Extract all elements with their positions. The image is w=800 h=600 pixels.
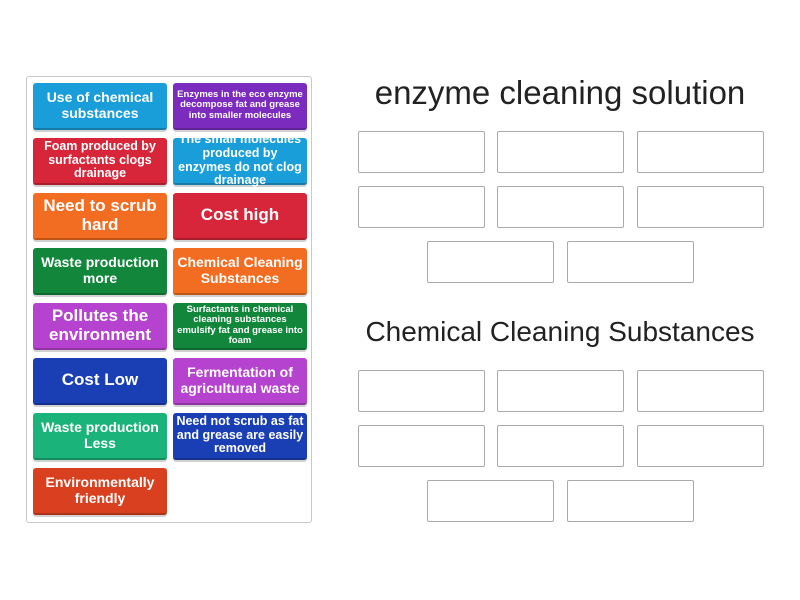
drop-slot[interactable] <box>497 370 624 412</box>
drop-slot[interactable] <box>567 241 694 283</box>
card-need-to-scrub-hard[interactable]: Need to scrub hard <box>33 193 167 240</box>
drop-slot[interactable] <box>497 186 624 228</box>
card-waste-production-more[interactable]: Waste production more <box>33 248 167 295</box>
group-title-enzyme-cleaning-solution: enzyme cleaning solution <box>374 74 746 111</box>
card-surfactants-emulsify[interactable]: Surfactants in chemical cleaning substan… <box>173 303 307 350</box>
card-enzymes-decompose-fat[interactable]: Enzymes in the eco enzyme decompose fat … <box>173 83 307 130</box>
card-waste-production-less[interactable]: Waste production Less <box>33 413 167 460</box>
card-cost-high[interactable]: Cost high <box>173 193 307 240</box>
card-small-molecules-no-clog[interactable]: The small molecules produced by enzymes … <box>173 132 307 187</box>
drop-slot[interactable] <box>358 425 485 467</box>
card-use-of-chemical-substances[interactable]: Use of chemical substances <box>33 83 167 130</box>
drop-slot[interactable] <box>427 480 554 522</box>
drop-slot[interactable] <box>497 425 624 467</box>
card-cost-low[interactable]: Cost Low <box>33 358 167 405</box>
card-tray: Use of chemical substances Enzymes in th… <box>26 76 312 523</box>
drop-slot[interactable] <box>637 131 764 173</box>
card-environmentally-friendly[interactable]: Environmentally friendly <box>33 468 167 515</box>
card-pollutes-the-environment[interactable]: Pollutes the environment <box>33 303 167 350</box>
card-foam-clogs-drainage[interactable]: Foam produced by surfactants clogs drain… <box>33 138 167 185</box>
drop-slot[interactable] <box>637 425 764 467</box>
card-need-not-scrub[interactable]: Need not scrub as fat and grease are eas… <box>173 413 307 460</box>
drop-slot[interactable] <box>637 370 764 412</box>
drop-slot[interactable] <box>497 131 624 173</box>
group-title-chemical-cleaning-substances: Chemical Cleaning Substances <box>365 316 755 347</box>
drop-slot[interactable] <box>637 186 764 228</box>
drop-slot[interactable] <box>358 370 485 412</box>
drop-slot[interactable] <box>567 480 694 522</box>
drop-slot[interactable] <box>358 131 485 173</box>
drop-slot[interactable] <box>358 186 485 228</box>
card-fermentation-agricultural-waste[interactable]: Fermentation of agricultural waste <box>173 358 307 405</box>
card-chemical-cleaning-substances[interactable]: Chemical Cleaning Substances <box>173 248 307 295</box>
drop-slot[interactable] <box>427 241 554 283</box>
